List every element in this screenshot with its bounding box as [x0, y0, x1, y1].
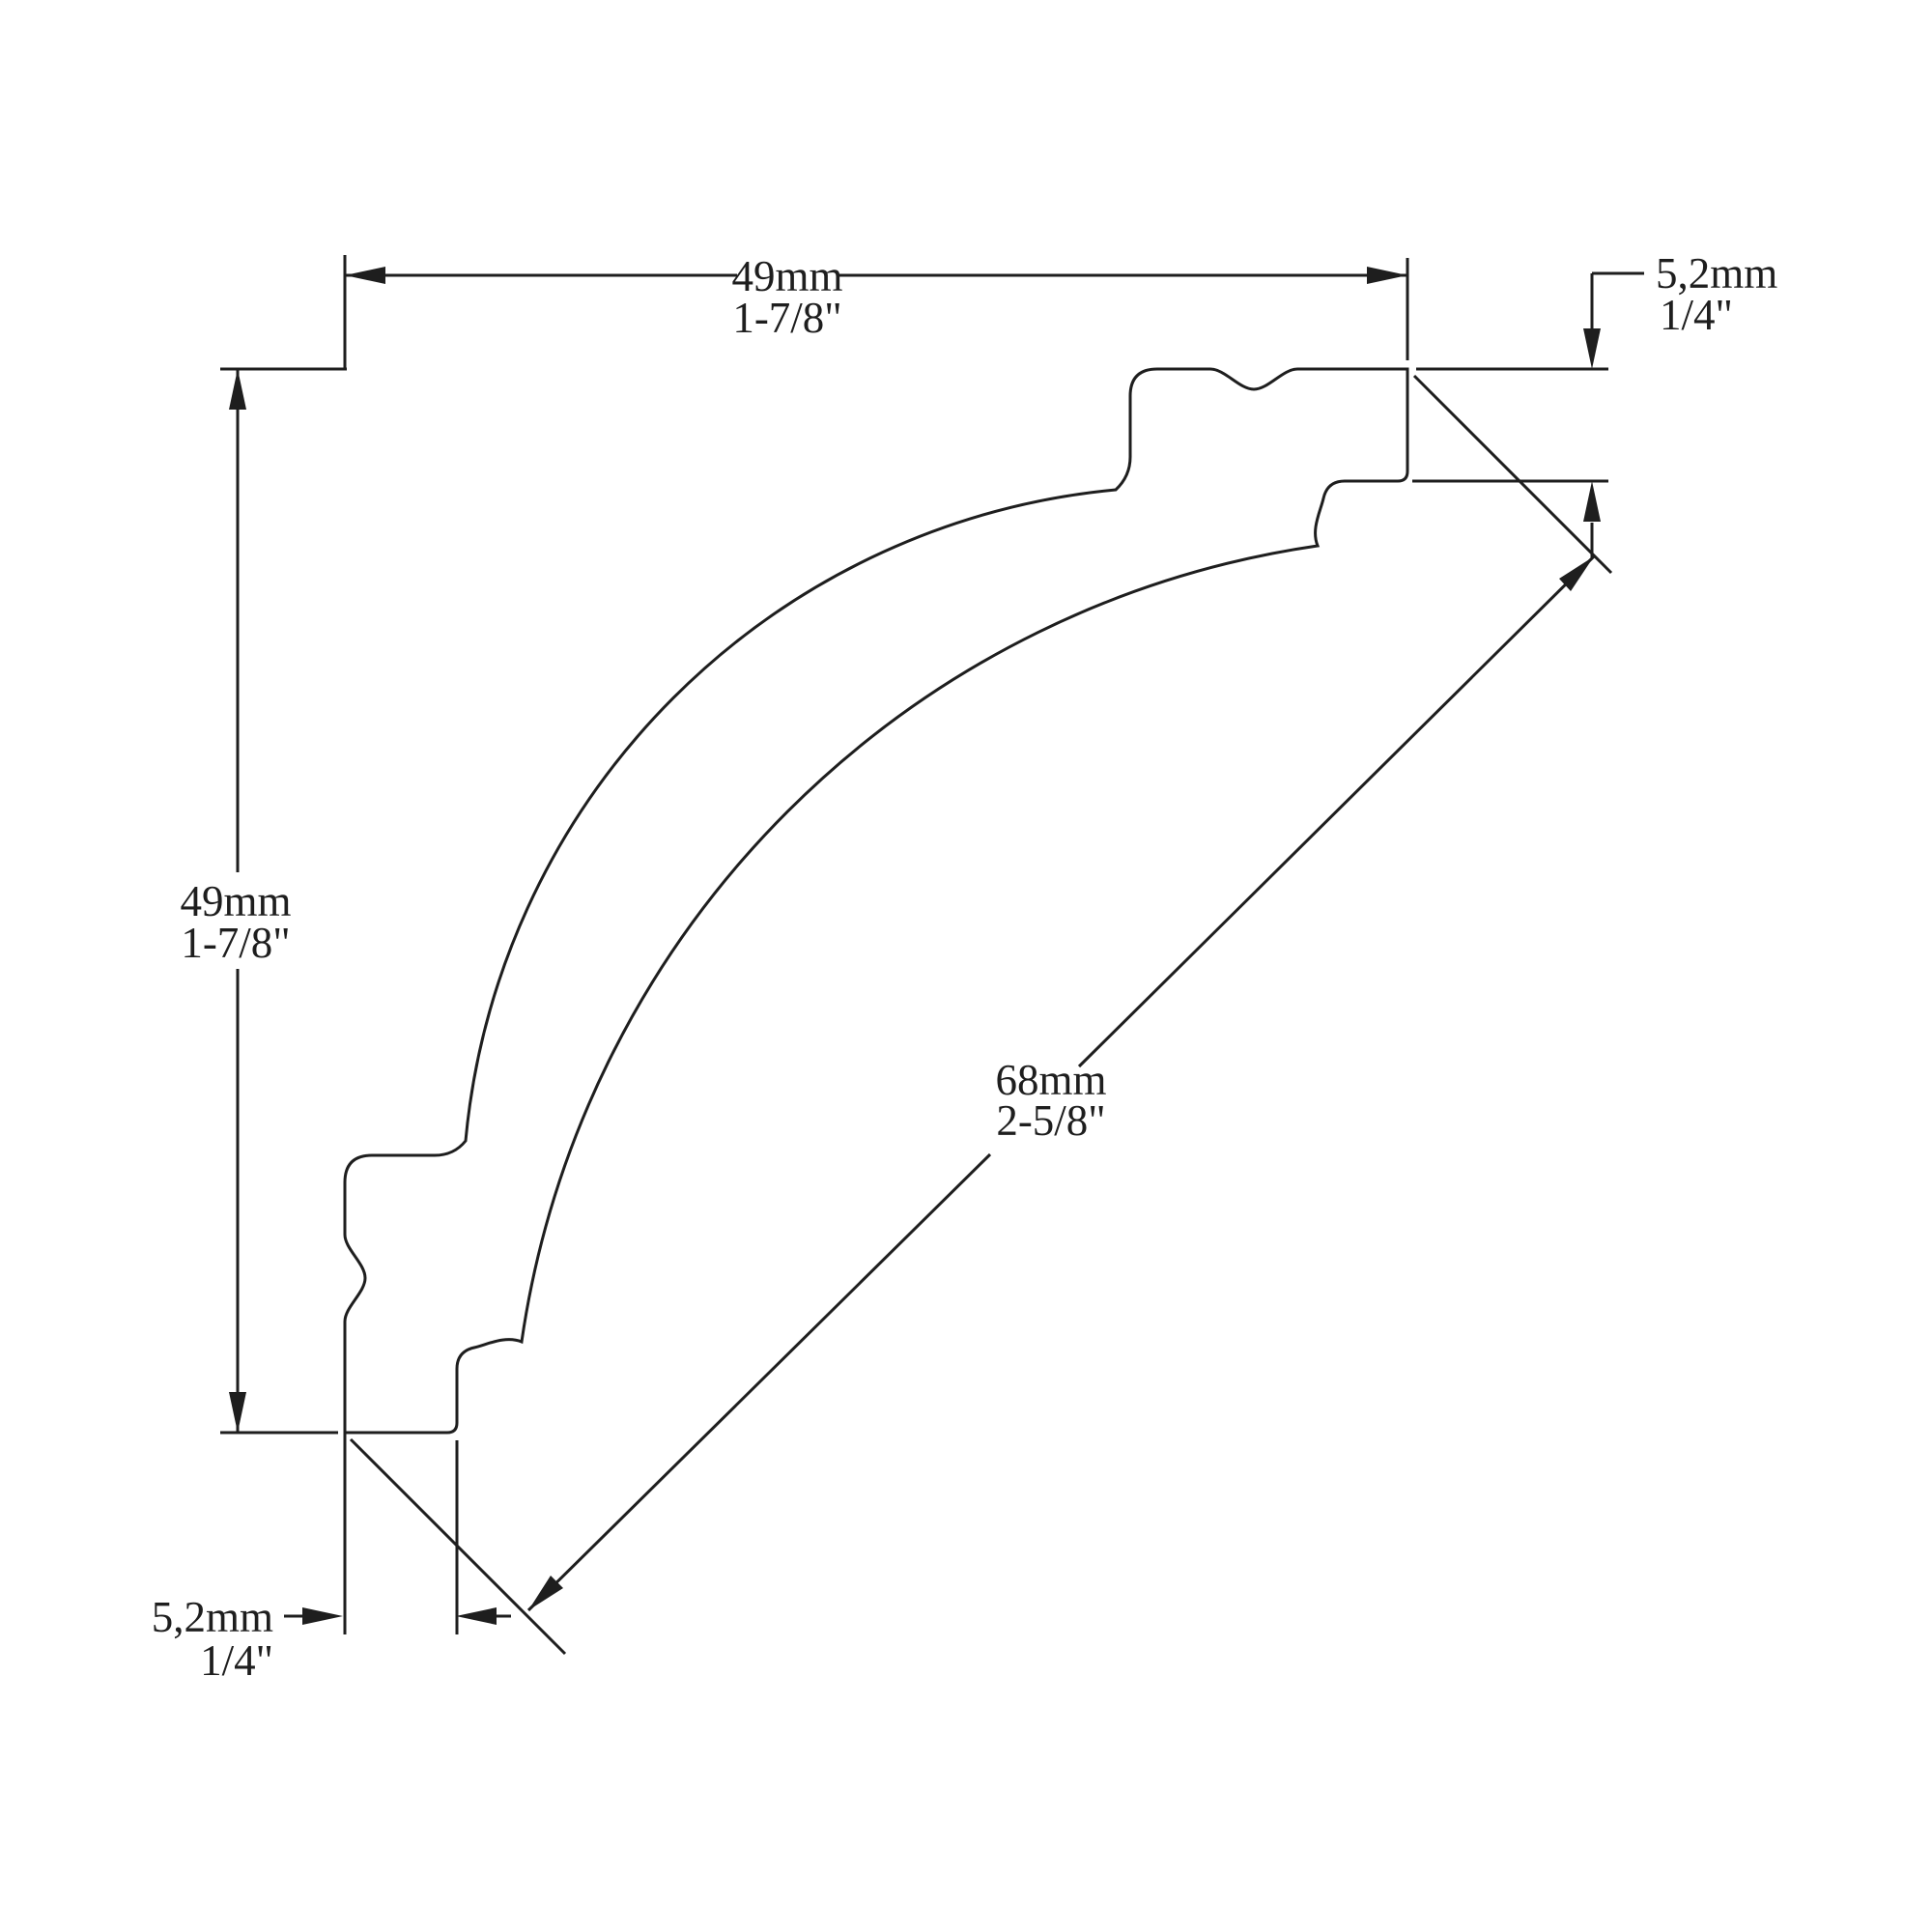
top-width-mm-label: 49mm: [731, 252, 842, 300]
bottom-left-step-mm-label: 5,2mm: [152, 1593, 273, 1641]
face-diagonal-mm-label: 68mm: [995, 1056, 1106, 1104]
left-height-mm-label: 49mm: [180, 877, 291, 925]
face-diagonal-inch-label: 2-5/8": [996, 1096, 1105, 1145]
dimension-face-diagonal: 68mm 2-5/8": [526, 554, 1596, 1612]
bottom-left-right-arrowhead-icon: [302, 1607, 343, 1625]
diagonal-extension-line-bottom-left: [349, 1437, 567, 1656]
left-dimension-down-arrowhead-icon: [229, 1392, 246, 1433]
top-right-step-inch-label: 1/4": [1660, 291, 1733, 339]
dimension-top-width: 49mm 1-7/8": [345, 252, 1407, 342]
top-right-step-mm-label: 5,2mm: [1656, 249, 1777, 298]
top-dimension-left-arrowhead-icon: [345, 267, 385, 284]
dimension-left-height: 49mm 1-7/8": [180, 369, 292, 1433]
bottom-left-step-inch-label: 1/4": [200, 1636, 273, 1685]
diagonal-extension-line-top-right: [1412, 374, 1613, 575]
left-dimension-up-arrowhead-icon: [229, 369, 246, 410]
diagonal-dimension-line-upper-segment: [1077, 554, 1596, 1068]
diagonal-dimension-upper-arrowhead-icon: [1559, 556, 1594, 591]
diagonal-dimension-line-lower-segment: [526, 1152, 992, 1612]
diagonal-dimension-lower-arrowhead-icon: [528, 1576, 563, 1610]
dimension-top-right-step: 5,2mm 1/4": [1583, 249, 1777, 557]
top-right-down-arrowhead-icon: [1583, 328, 1601, 369]
top-width-inch-label: 1-7/8": [732, 294, 841, 342]
top-dimension-right-arrowhead-icon: [1367, 267, 1407, 284]
bottom-left-left-arrowhead-icon: [456, 1607, 497, 1625]
top-right-up-arrowhead-icon: [1583, 481, 1601, 522]
left-height-inch-label: 1-7/8": [181, 919, 290, 967]
moulding-profile-outline: [343, 367, 1409, 1435]
dimension-bottom-left-step: 5,2mm 1/4": [152, 1593, 511, 1685]
